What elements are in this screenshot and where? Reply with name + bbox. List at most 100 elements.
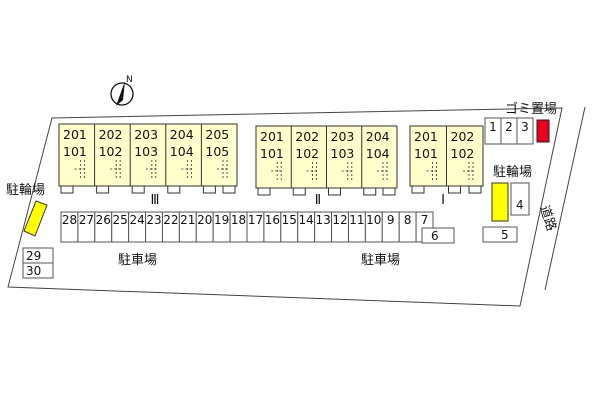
parking-space-5-label: 5 (501, 228, 509, 242)
entrance-step (96, 185, 110, 194)
parking-space: 1 (484, 117, 502, 145)
parking-space: 30 (22, 262, 54, 279)
garbage-area-label: ゴミ置場 (505, 101, 557, 117)
unit-lower-number: 101 (63, 144, 87, 159)
parking-space-label: 1 (489, 120, 497, 134)
building-3-label: Ⅲ (151, 193, 160, 208)
unit-lower-number: 102 (99, 144, 123, 159)
parking-space-label: 27 (79, 213, 94, 227)
parking-space-label: 2 (505, 120, 513, 134)
building-1-label: Ⅰ (441, 193, 445, 208)
unit-lower-number: 104 (366, 146, 390, 161)
parking-space-label: 30 (26, 264, 41, 278)
unit-lower-number: 101 (260, 146, 284, 161)
stair-detail (377, 162, 388, 180)
parking-space-label: 11 (349, 213, 364, 227)
building-outline (58, 123, 238, 187)
parking-space: 21 (178, 211, 197, 243)
north-compass: N (110, 75, 134, 106)
parking-space: 3 (516, 117, 534, 145)
parking-space-label: 29 (26, 249, 41, 263)
parking-space: 25 (111, 211, 130, 243)
unit-upper-number: 202 (295, 129, 319, 144)
parking-space-label: 16 (265, 213, 280, 227)
entrance-step (292, 187, 306, 196)
parking-space-label: 23 (146, 213, 161, 227)
parking-label-left: 駐車場 (118, 253, 157, 268)
garbage-area (536, 119, 550, 143)
parking-space: 16 (263, 211, 282, 243)
unit-upper-number: 203 (331, 129, 355, 144)
parking-space-label: 7 (421, 213, 429, 227)
unit-upper-number: 202 (451, 129, 475, 144)
entrance-step (167, 185, 181, 194)
bike-parking-left-label: 駐輪場 (6, 182, 45, 198)
compass-needle-icon (116, 81, 125, 106)
road-edge-line (544, 106, 586, 291)
compass-circle-icon (110, 82, 134, 106)
entrance-step (411, 185, 425, 194)
parking-space: 8 (398, 211, 417, 243)
parking-space: 24 (128, 211, 147, 243)
parking-space: 14 (297, 211, 316, 243)
stair-detail (145, 160, 157, 178)
parking-space: 23 (145, 211, 163, 243)
parking-space-label: 13 (315, 213, 330, 227)
unit-lower-number: 102 (451, 146, 475, 161)
parking-space: 15 (280, 211, 299, 243)
stair-detail (74, 160, 86, 178)
stair-detail (110, 160, 121, 178)
stair-detail (217, 160, 228, 178)
entrance-step (60, 185, 74, 194)
entrance-step (363, 187, 377, 196)
unit-lower-number: 101 (414, 146, 438, 161)
parking-space-4: 4 (510, 182, 530, 216)
unit-upper-number: 201 (260, 129, 284, 144)
stair-detail (463, 162, 474, 180)
parking-space-label: 28 (62, 213, 77, 227)
unit-upper-number: 204 (170, 127, 194, 142)
parking-space-label: 22 (163, 213, 178, 227)
unit-lower-number: 102 (295, 146, 319, 161)
stair-detail (341, 162, 353, 180)
parking-space-label: 21 (180, 213, 195, 227)
entrance-step (222, 185, 236, 194)
parking-space: 22 (161, 211, 180, 243)
unit-upper-number: 203 (134, 127, 158, 142)
unit-upper-number: 202 (99, 127, 123, 142)
stair-detail (181, 160, 192, 178)
bike-parking-left (23, 200, 48, 237)
entrance-step (448, 185, 461, 194)
entrance-step (328, 187, 341, 196)
parking-space: 28 (60, 211, 79, 243)
parking-space-label: 19 (214, 213, 229, 227)
parking-space-label: 14 (299, 213, 314, 227)
parking-space: 27 (77, 211, 96, 243)
parking-space-label: 18 (231, 213, 246, 227)
parking-space-label: 9 (387, 213, 395, 227)
parking-space: 13 (314, 211, 333, 243)
stair-detail (306, 162, 317, 180)
parking-space-6-label: 6 (431, 229, 439, 243)
parking-space: 12 (331, 211, 349, 243)
parking-space-label: 26 (96, 213, 111, 227)
parking-label-right: 駐車場 (361, 253, 400, 268)
bike-parking-right-label: 駐輪場 (493, 164, 532, 180)
parking-space: 18 (229, 211, 248, 243)
unit-upper-number: 204 (366, 129, 390, 144)
building-2-label: Ⅱ (315, 193, 321, 208)
unit-upper-number: 201 (63, 127, 87, 142)
parking-space: 11 (347, 211, 366, 243)
